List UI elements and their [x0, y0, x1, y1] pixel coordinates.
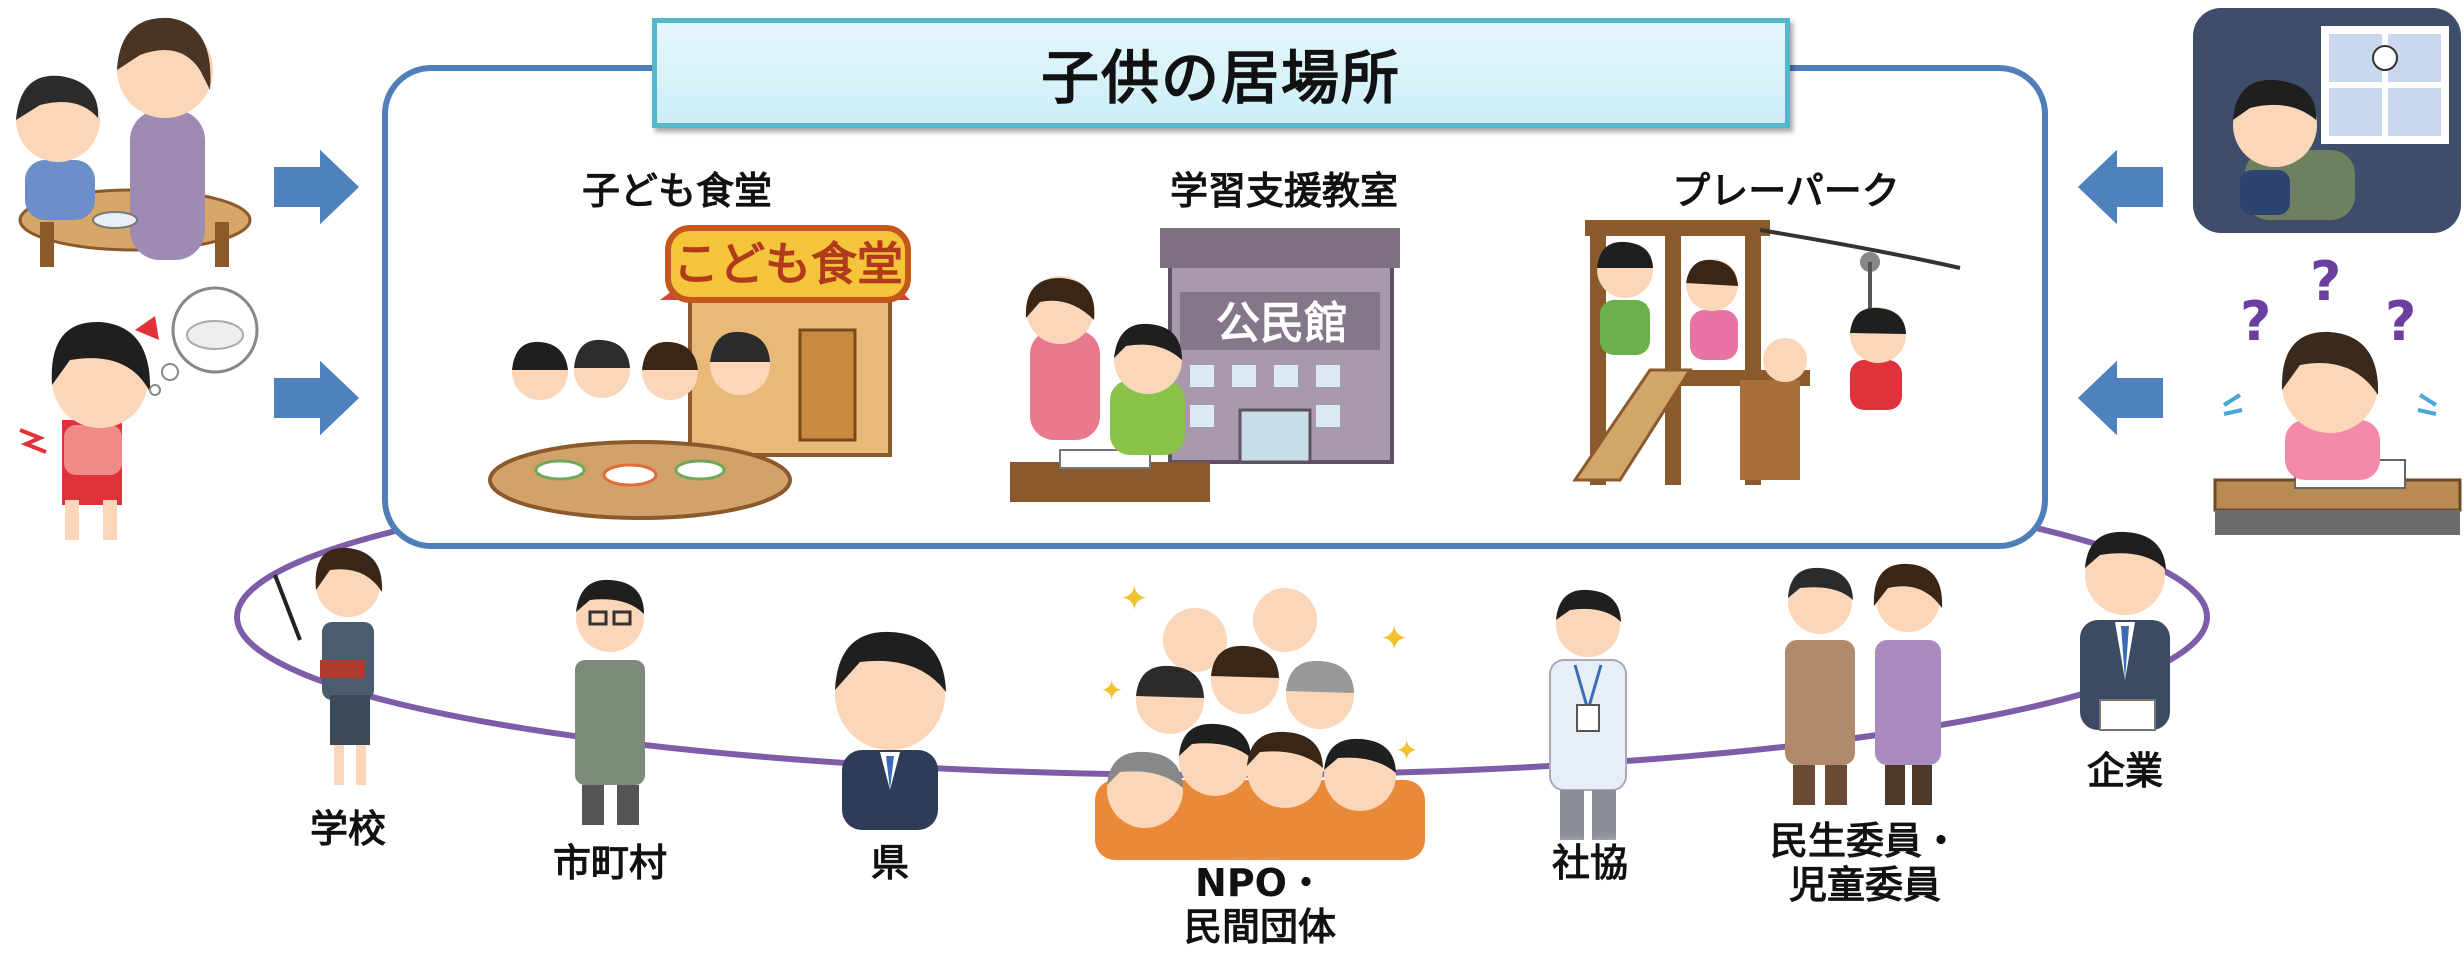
company-employee-illustration: [2080, 531, 2170, 731]
svg-text:✦: ✦: [1100, 674, 1123, 707]
arrow-right-icon: [270, 351, 365, 445]
svg-text:✦: ✦: [1380, 619, 1409, 659]
svg-text:?: ?: [2385, 290, 2416, 353]
kominkan-study-illustration: 公民館: [1010, 228, 1400, 502]
place-label-kodomo-shokudo: 子ども食堂: [581, 169, 772, 213]
arrow-right-icon: [270, 140, 365, 234]
kominkan-sign-text: 公民館: [1216, 298, 1348, 349]
supporter-label-social-welfare-council: 社協: [1551, 841, 1628, 885]
social-welfare-council-illustration: [1549, 589, 1627, 840]
title-box: 子供の居場所: [652, 18, 1790, 128]
arrow-left-icon: [2072, 140, 2167, 234]
hungry-girl-illustration: [19, 286, 259, 540]
supporter-label-prefecture: 県: [870, 841, 909, 885]
place-label-play-park: プレーパーク: [1672, 169, 1900, 213]
supporter-label-npo: NPO・ 民間団体: [1183, 861, 1336, 949]
kodomo-shokudo-illustration: こども食堂: [488, 225, 911, 520]
city-official-illustration: [575, 579, 645, 825]
play-park-illustration: [1572, 220, 1961, 485]
svg-text:?: ?: [2240, 290, 2271, 353]
supporter-label-company: 企業: [2086, 749, 2163, 793]
place-label-study-support: 学習支援教室: [1169, 169, 1398, 213]
prefecture-official-illustration: [835, 631, 946, 830]
svg-text:✦: ✦: [1120, 579, 1149, 619]
supporter-label-municipality: 市町村: [552, 841, 667, 885]
child-family-illustration: [16, 17, 252, 267]
troubled-student-illustration: ? ? ?: [2213, 250, 2462, 535]
page-title: 子供の居場所: [1040, 44, 1401, 112]
arrow-left-icon: [2072, 351, 2167, 445]
npo-group-illustration: ✦ ✦ ✦ ✦: [1095, 579, 1425, 860]
welfare-commissioners-illustration: [1785, 563, 1943, 805]
supporter-label-welfare-commissioners: 民生委員・ 児童委員: [1769, 819, 1960, 907]
supporter-label-school: 学校: [309, 807, 386, 851]
svg-text:✦: ✦: [1395, 734, 1418, 767]
teacher-illustration: [273, 547, 383, 785]
shokudo-sign-text: こども食堂: [673, 237, 903, 291]
lonely-child-illustration: [2193, 8, 2461, 233]
svg-text:?: ?: [2310, 250, 2341, 313]
